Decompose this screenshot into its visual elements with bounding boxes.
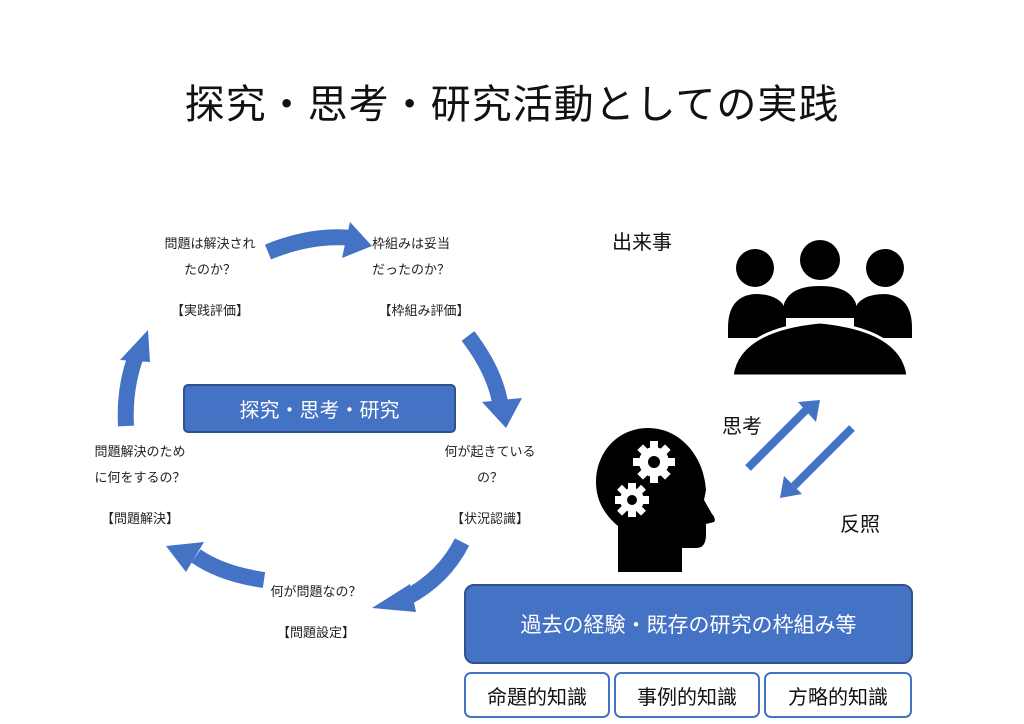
cycle-arrow-icon <box>402 538 470 606</box>
double-arrow-icon <box>745 400 855 498</box>
cycle-arrow-head <box>372 584 416 612</box>
knowledge-box-propositional: 命題的知識 <box>464 672 610 718</box>
cycle-arrow-icon <box>264 229 353 260</box>
node-question-line2: の？ <box>476 471 503 486</box>
node-question-situation: 何が起きている の？ <box>430 440 550 492</box>
knowledge-box-case: 事例的知識 <box>614 672 760 718</box>
reflection-label: 反照 <box>840 512 880 536</box>
event-label: 出来事 <box>612 230 672 254</box>
cycle-arrow-head <box>166 542 204 572</box>
meeting-people-icon <box>728 240 912 378</box>
node-question-line2: だったのか？ <box>372 263 451 278</box>
node-question-line1: 枠組みは妥当 <box>372 237 451 252</box>
node-question-line1: 問題解決のため <box>94 445 186 460</box>
node-question-framework: 枠組みは妥当 だったのか？ <box>372 232 482 284</box>
node-question-problem: 何が問題なの？ <box>256 580 376 606</box>
cycle-arrow-icon <box>117 353 144 427</box>
node-tag-evaluation: 【実践評価】 <box>170 304 249 319</box>
node-question-line1: 何が問題なの？ <box>270 585 362 600</box>
cycle-arrow-head <box>482 398 522 428</box>
node-tag-solution: 【問題解決】 <box>100 512 179 527</box>
node-tag-situation: 【状況認識】 <box>450 512 529 527</box>
node-question-evaluation: 問題は解決され たのか？ <box>140 232 280 284</box>
node-question-line2: に何をするの？ <box>94 471 186 486</box>
page-title: 探究・思考・研究活動としての実践 <box>184 82 840 128</box>
node-question-line1: 何が起きている <box>444 445 536 460</box>
head-gears-icon <box>596 428 715 572</box>
cycle-arrow-icon <box>461 331 508 404</box>
thinking-label: 思考 <box>722 414 762 438</box>
cycle-arrow-head <box>342 222 372 258</box>
cycle-arrow-head <box>120 330 150 362</box>
node-question-line2: たのか？ <box>183 263 236 278</box>
node-question-solution: 問題解決のため に何をするの？ <box>80 440 200 492</box>
node-tag-framework: 【枠組み評価】 <box>378 304 470 319</box>
node-tag-problem: 【問題設定】 <box>276 626 355 641</box>
cycle-arrow-icon <box>191 549 266 588</box>
center-box: 探究・思考・研究 <box>183 384 456 433</box>
base-knowledge-box: 過去の経験・既存の研究の枠組み等 <box>464 584 913 664</box>
node-question-line1: 問題は解決され <box>164 237 256 252</box>
knowledge-box-strategic: 方略的知識 <box>764 672 912 718</box>
